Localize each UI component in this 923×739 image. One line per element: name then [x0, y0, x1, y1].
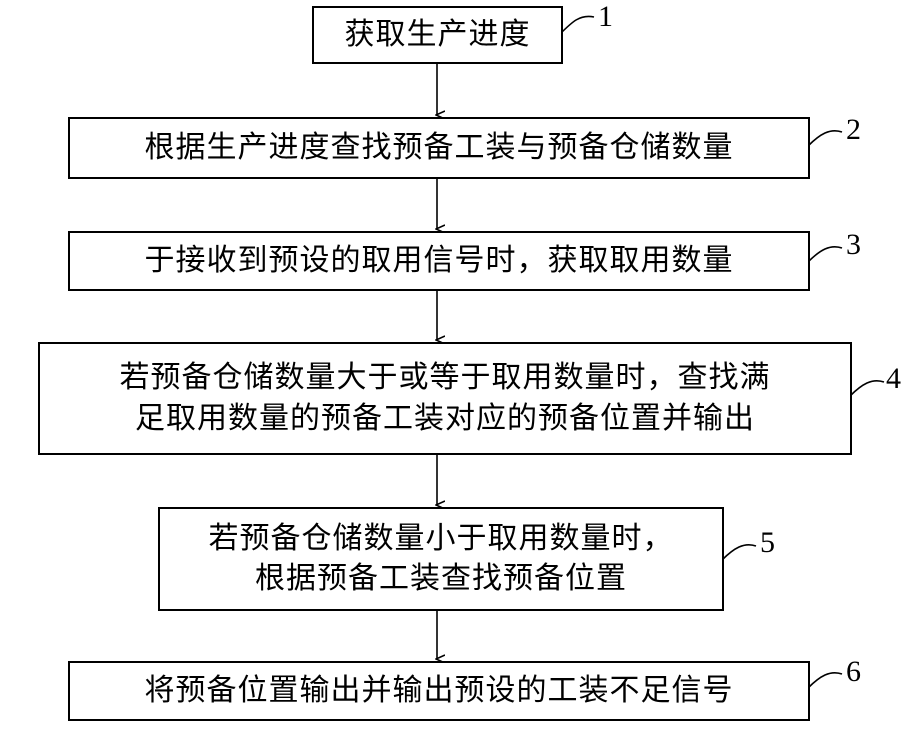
step-6-ref: 6 [846, 655, 861, 689]
step-6-box: 将预备位置输出并输出预设的工装不足信号 [68, 661, 810, 721]
step-5-ref: 5 [760, 526, 775, 560]
step-2-box: 根据生产进度查找预备工装与预备仓储数量 [68, 117, 810, 179]
step-4-text-line-2: 足取用数量的预备工装对应的预备位置并输出 [135, 399, 755, 440]
leader-1 [560, 16, 594, 34]
step-5-box: 若预备仓储数量小于取用数量时， 根据预备工装查找预备位置 [158, 507, 724, 611]
step-4-box: 若预备仓储数量大于或等于取用数量时，查找满 足取用数量的预备工装对应的预备位置并… [38, 342, 852, 455]
step-1-ref: 1 [598, 0, 613, 34]
step-1-text: 获取生产进度 [345, 15, 531, 56]
step-2-ref: 2 [846, 113, 861, 147]
step-2-text: 根据生产进度查找预备工装与预备仓储数量 [145, 128, 734, 169]
leader-3 [808, 247, 842, 262]
step-5-text-line-1: 若预备仓储数量小于取用数量时， [209, 519, 674, 560]
step-6-text: 将预备位置输出并输出预设的工装不足信号 [145, 671, 734, 712]
step-3-box: 于接收到预设的取用信号时，获取取用数量 [68, 231, 810, 291]
step-4-ref: 4 [886, 362, 901, 396]
step-4-text-line-1: 若预备仓储数量大于或等于取用数量时，查找满 [120, 358, 771, 399]
leader-2 [808, 131, 842, 146]
leader-6 [808, 673, 842, 688]
step-1-box: 获取生产进度 [312, 6, 563, 64]
step-5-text-line-2: 根据预备工装查找预备位置 [255, 559, 627, 600]
step-3-text: 于接收到预设的取用信号时，获取取用数量 [145, 241, 734, 282]
leader-4 [850, 381, 884, 396]
step-3-ref: 3 [846, 228, 861, 262]
leader-5 [722, 545, 756, 560]
